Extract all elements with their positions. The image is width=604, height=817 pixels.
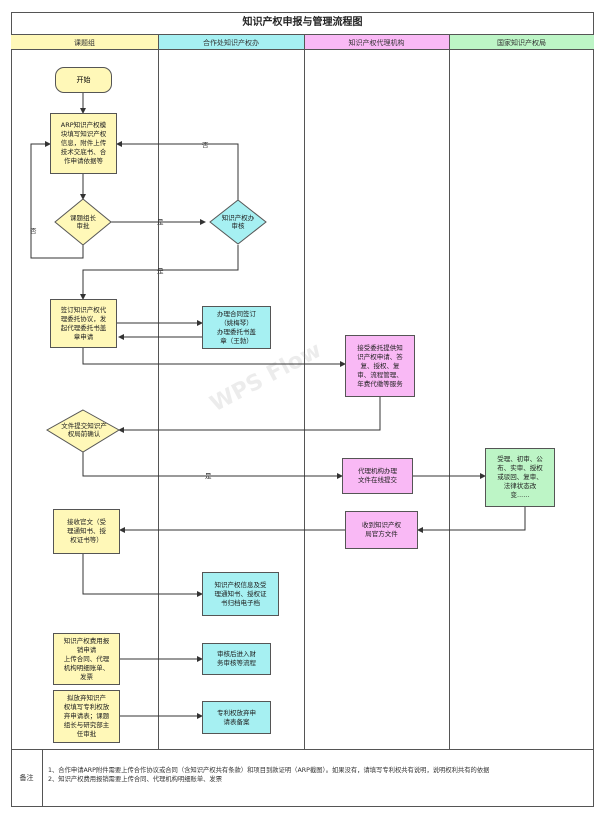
note-line-2: 2、知识产权费用报销需要上传合同、代理机构明细账单、发票: [48, 776, 223, 783]
lane-header-cnipa: 国家知识产权局: [449, 34, 594, 50]
edge-agency-confirm: [118, 397, 381, 433]
contract-sign-box: 办理合同签订 （姚梅琴） 办理委托书盖 章（王勃）: [202, 306, 271, 349]
edge-cnipa-receive: [417, 507, 526, 533]
receive-official-doc-box: 收到知识产权 局官方文件: [345, 511, 418, 549]
abandon-request-box: 拟放弃知识产 权填写专利权放 弃申请表；课题 组长与研究部主 任审批: [53, 690, 120, 743]
diagram-title: 知识产权申报与管理流程图: [242, 17, 363, 28]
edge-label-yes: 是: [205, 472, 212, 480]
note-line-1: 1、合作申请ARP附件需要上传合作协议或合同（含知识产权共有条款）和项目到款证明…: [48, 767, 490, 774]
edge-approve-no: [30, 141, 84, 259]
edge-label-no: 否: [30, 227, 37, 235]
decision-confirm-submit: [46, 409, 120, 453]
edge-confirm-submit: [82, 452, 343, 479]
decision-leader-approve: [54, 198, 112, 246]
ip-office-review-label: 知识产权办 审核: [221, 214, 255, 230]
agency-services-box: 接受委托提供知 识产权申请、答 复、授权、复 审、流程管理、 年费代缴等服务: [345, 335, 415, 397]
notes-label: 备注: [11, 749, 43, 807]
diagram-frame: [11, 12, 594, 807]
lane-divider: [449, 34, 450, 749]
receive-notice-box: 接收官文（受 理通知书、授 权证书等）: [53, 509, 120, 554]
start-node: 开始: [55, 67, 112, 93]
cnipa-process-box: 受理、初审、公 布、实审、授权 或驳回、复审、 法律状态改 变......: [485, 448, 555, 507]
lane-header-research-group: 课题组: [11, 34, 158, 50]
archive-box: 知识产权信息及受 理通知书、授权证 书归档电子档: [202, 572, 279, 616]
edge-label-yes: 是: [157, 267, 164, 275]
leader-approve-label: 课题组长 审批: [70, 214, 96, 230]
lane-divider: [304, 34, 305, 749]
fill-ip-info-box: ARP知识产权模 块填写知识产权 信息，附件上传 技术交底书、合 作申请依据等: [50, 113, 117, 174]
lane-header-agency: 知识产权代理机构: [304, 34, 449, 50]
lane-divider: [158, 34, 159, 749]
lane-header-ip-office: 合作处知识产权办: [158, 34, 304, 50]
decision-ip-office-review: [209, 199, 267, 245]
notes-row: [11, 749, 594, 807]
notes-text: 1、合作申请ARP附件需要上传合作协议或合同（含知识产权共有条款）和项目到款证明…: [48, 766, 588, 784]
agency-online-submit-box: 代理机构办理 文件在线提交: [342, 458, 413, 494]
sign-agency-box: 签订知识产权代 理委托协议，发 起代理委托书盖 章申请: [50, 299, 117, 348]
abandon-record-box: 专利权放弃申 请表备案: [202, 701, 271, 734]
edge-office-no: [116, 141, 239, 200]
edge-notice-archive: [82, 554, 203, 597]
edge-sign-agency: [82, 348, 346, 367]
finance-review-box: 审核后进入财 务审核等流程: [202, 643, 271, 675]
edge-label-yes: 是: [157, 218, 164, 226]
edge-label-no: 否: [202, 141, 209, 149]
edge-office-yes: [80, 245, 239, 300]
fee-reimburse-box: 知识产权费用报 销申请 上传合同、代理 机构明细账单、 发票: [53, 633, 120, 685]
confirm-submit-label: 文件提交知识产 权局前确认: [61, 422, 107, 438]
